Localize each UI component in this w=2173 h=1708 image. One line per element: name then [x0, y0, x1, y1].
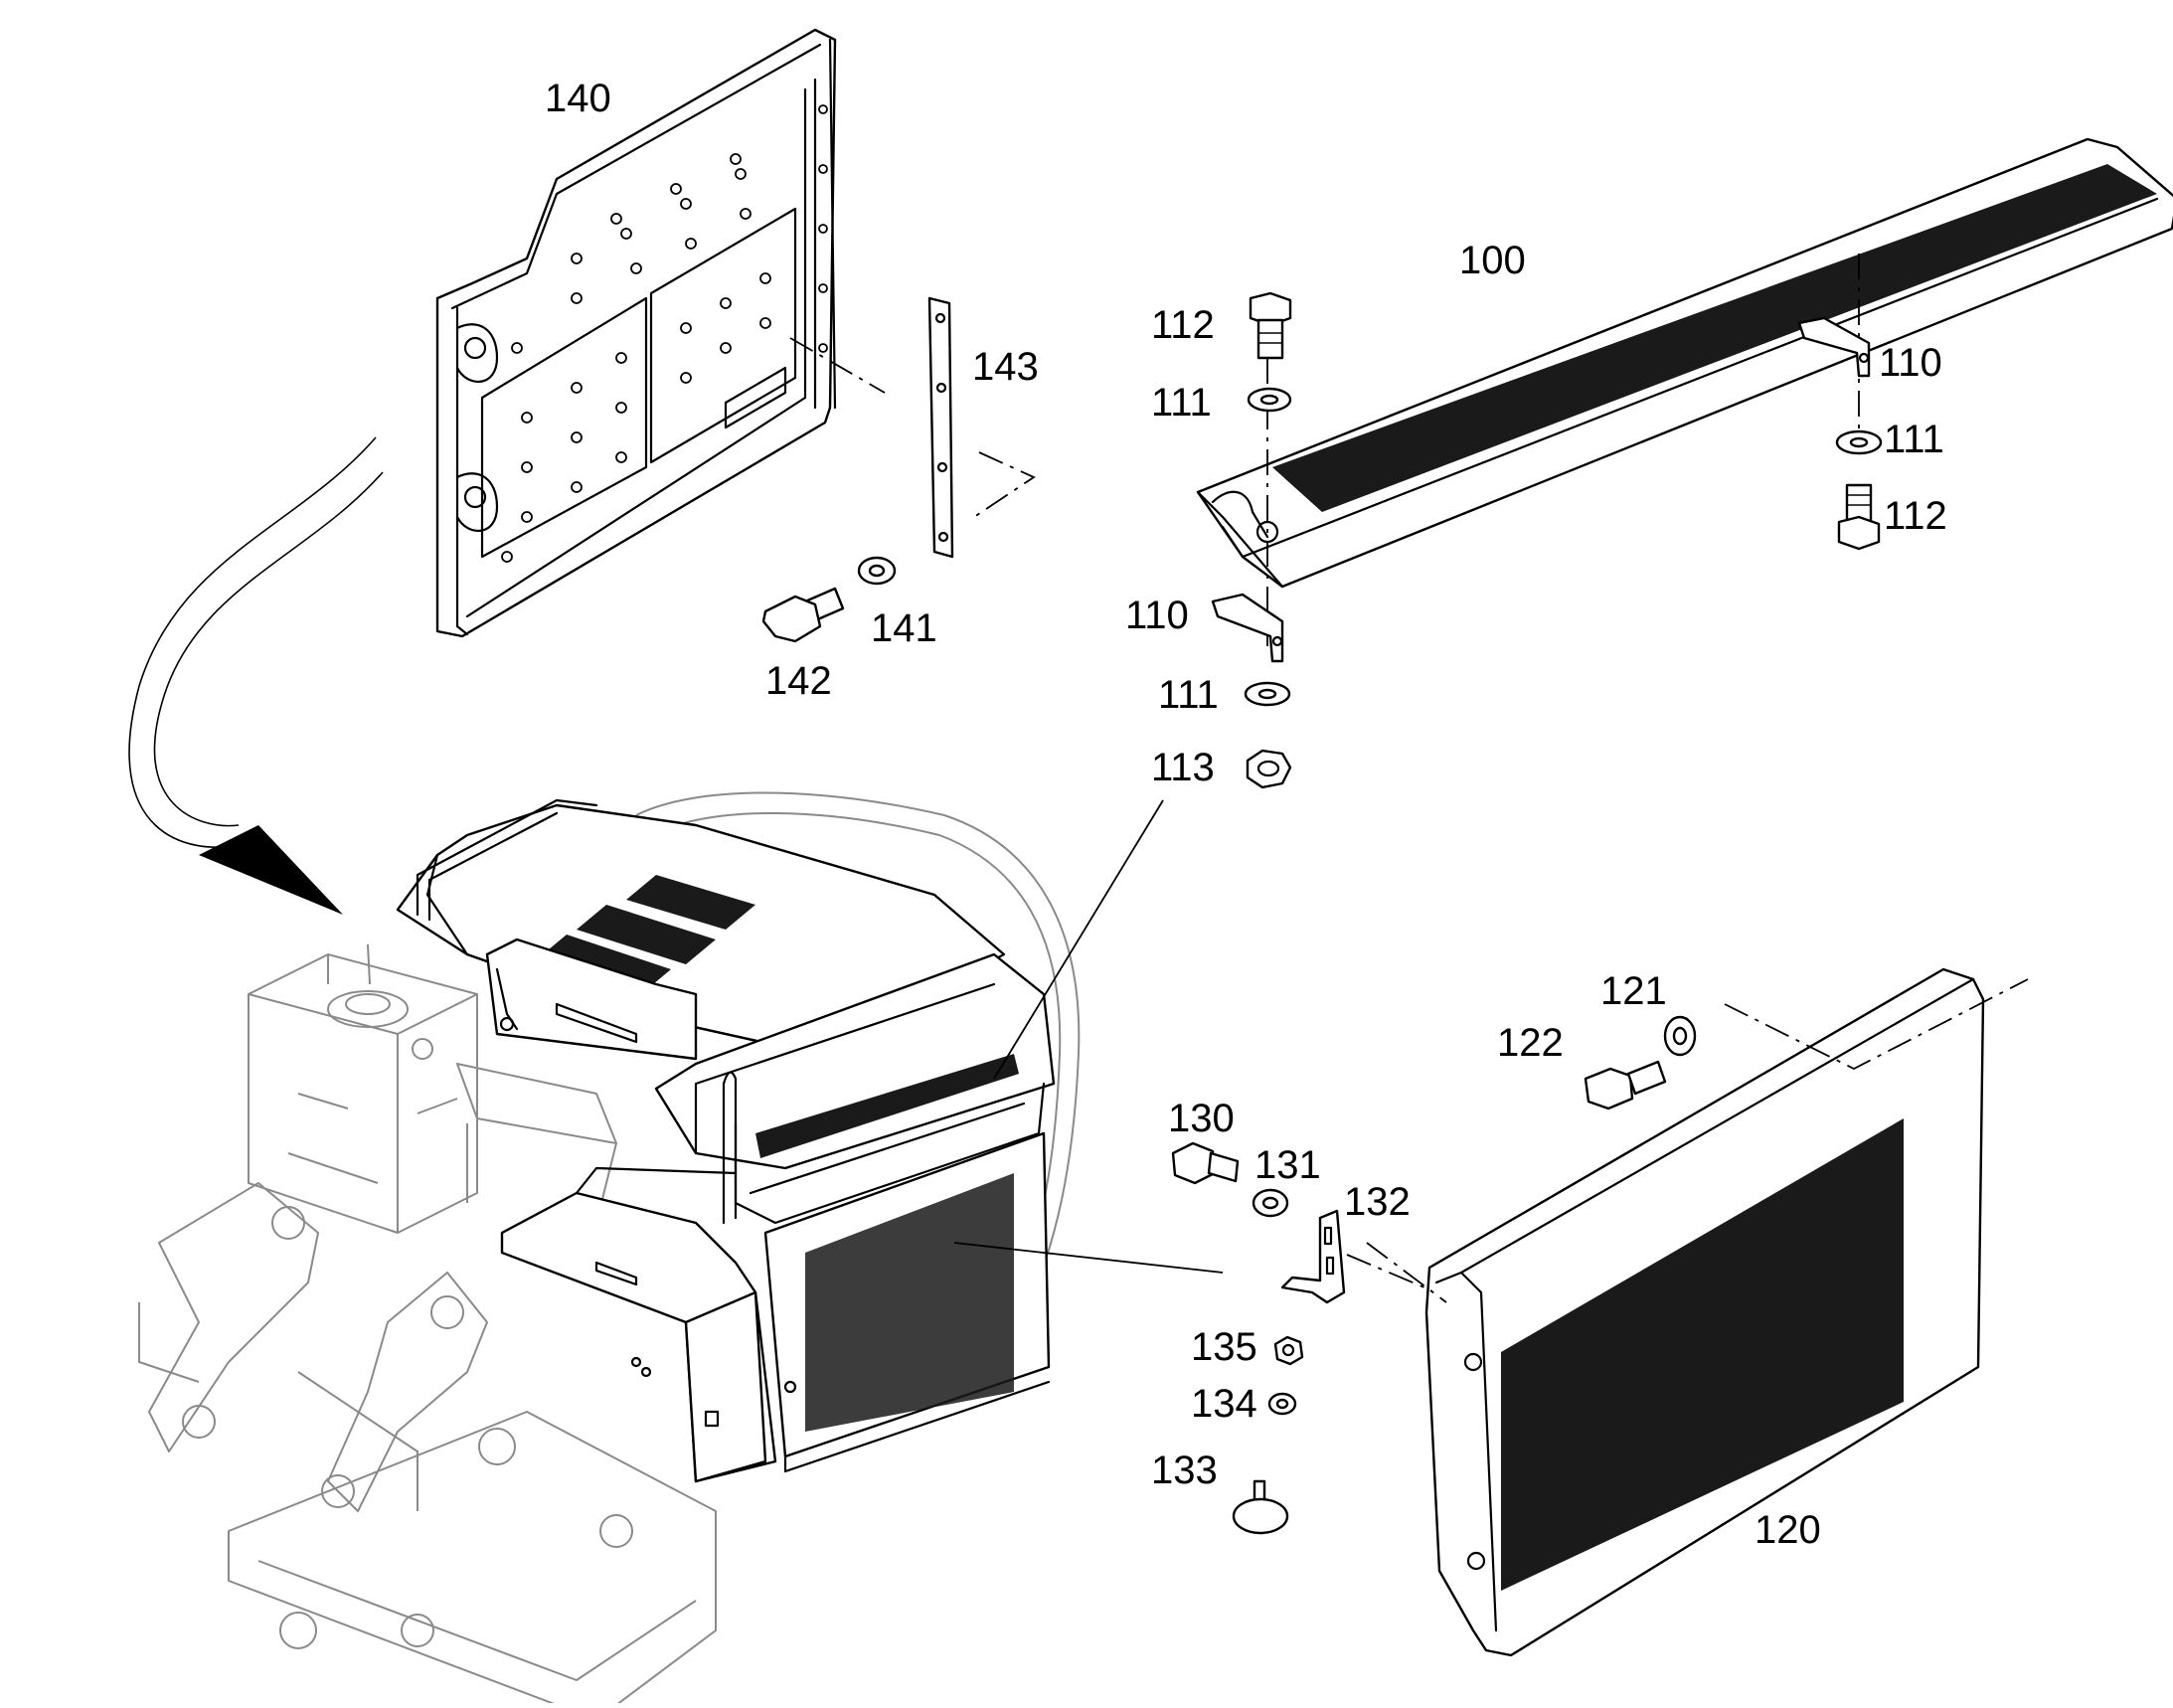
- callout-143: 143: [972, 345, 1039, 389]
- callout-111-lower: 111: [1158, 673, 1219, 717]
- bolt-130: [1171, 1141, 1240, 1185]
- machine-frame: [138, 791, 1081, 1708]
- callout-120: 120: [1755, 1508, 1821, 1552]
- callout-134: 134: [1191, 1382, 1257, 1426]
- strip-143: [927, 296, 954, 559]
- callout-142: 142: [765, 659, 832, 703]
- washer-111-upper: [1247, 387, 1292, 413]
- grille-slats: [1501, 1118, 1904, 1591]
- bracket-132: [1280, 1209, 1346, 1304]
- callout-100: 100: [1459, 239, 1526, 282]
- bolt-142: [761, 587, 845, 643]
- callout-132: 132: [1344, 1180, 1411, 1224]
- callout-140: 140: [545, 77, 611, 120]
- callout-141: 141: [871, 606, 937, 650]
- washer-131: [1252, 1188, 1289, 1218]
- callout-labels: 140 143 141 142 100 112 111 110 111 112 …: [545, 77, 1947, 1552]
- bolt-112-upper: [1249, 291, 1292, 360]
- callout-112-upper: 112: [1151, 303, 1215, 347]
- housing-grille-strip: [755, 1054, 1019, 1158]
- callout-110-upper: 110: [1879, 341, 1942, 385]
- assembly-lines-panel: [789, 337, 1036, 518]
- callout-111-right: 111: [1884, 418, 1944, 461]
- washer-111-right: [1835, 429, 1883, 455]
- bracket-110-upper: [1797, 316, 1871, 378]
- panel-rivets: [501, 104, 828, 563]
- callout-111-upper: 111: [1151, 381, 1212, 425]
- leveling-foot-133: [1232, 1479, 1289, 1535]
- radiator-housing: [500, 952, 1056, 1483]
- callout-135: 135: [1191, 1325, 1257, 1369]
- leader-lines: [953, 799, 1224, 1274]
- callout-110-lower: 110: [1125, 594, 1189, 637]
- nut-135: [1273, 1335, 1304, 1366]
- washer-141: [857, 556, 897, 586]
- nut-113: [1246, 749, 1292, 789]
- bolt-112-lower: [1837, 483, 1881, 551]
- assembly-lines-grille: [1366, 978, 2029, 1303]
- assembly-line-bracket: [1346, 1254, 1432, 1291]
- callout-130: 130: [1168, 1097, 1235, 1140]
- bolt-122: [1584, 1060, 1667, 1110]
- side-grille-vents: [805, 1173, 1014, 1432]
- step-plate-100: [1196, 137, 2173, 589]
- callout-133: 133: [1151, 1449, 1218, 1492]
- arrow-head: [199, 825, 343, 915]
- side-panel-140: [435, 28, 837, 638]
- assembly-arrow: [128, 436, 384, 915]
- callout-122: 122: [1497, 1021, 1564, 1065]
- bracket-110-lower: [1211, 593, 1284, 663]
- washer-121: [1663, 1015, 1697, 1057]
- callout-113: 113: [1151, 746, 1215, 789]
- callout-121: 121: [1600, 969, 1667, 1013]
- washer-134: [1267, 1392, 1297, 1416]
- callout-131: 131: [1254, 1143, 1321, 1187]
- callout-112-lower: 112: [1884, 494, 1947, 538]
- grille-cover-120: [1424, 967, 1985, 1657]
- step-perforations: [1272, 164, 2157, 512]
- washer-111-lower: [1244, 681, 1291, 707]
